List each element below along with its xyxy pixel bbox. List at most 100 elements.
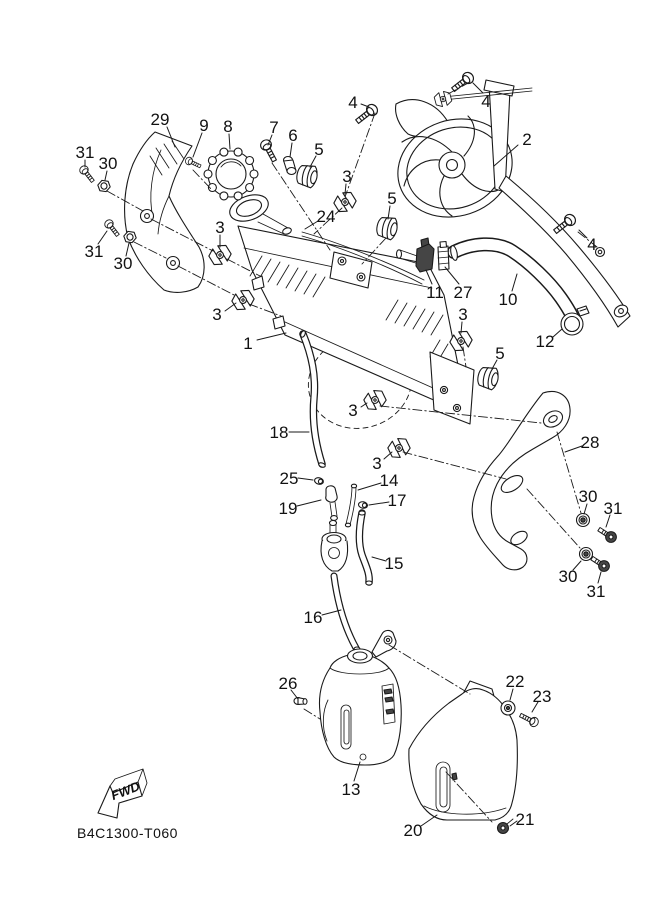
- reservoir-hose-drawing: [330, 572, 361, 652]
- part-callout-26: 26: [279, 674, 298, 693]
- part-callout-3: 3: [372, 454, 381, 473]
- part-callout-31: 31: [587, 582, 606, 601]
- callout-leader-4: [472, 82, 484, 94]
- joint-fitting-drawing: [415, 237, 450, 273]
- part-callout-30: 30: [114, 254, 133, 273]
- stay-bracket-drawing: [471, 391, 571, 571]
- callout-leader-31: [605, 514, 611, 528]
- callout-leader-26: [290, 689, 299, 700]
- part-callout-30: 30: [559, 567, 578, 586]
- callout-leader-3: [460, 321, 463, 334]
- part-callout-3: 3: [215, 218, 224, 237]
- part-callout-3: 3: [342, 167, 351, 186]
- part-callout-31: 31: [76, 143, 95, 162]
- part-callout-2: 2: [522, 130, 531, 149]
- part-callout-5: 5: [495, 344, 504, 363]
- radiator-cap-drawing: [203, 147, 259, 201]
- tank-cover-drawing: [408, 680, 518, 821]
- part-callout-5: 5: [314, 140, 323, 159]
- part-callout-25: 25: [280, 469, 299, 488]
- callout-leader-2: [493, 144, 519, 167]
- part-callout-4: 4: [481, 92, 490, 111]
- callout-leader-5: [309, 155, 317, 168]
- part-callout-31: 31: [85, 242, 104, 261]
- part-callout-4: 4: [587, 235, 596, 254]
- callout-leader-31: [97, 230, 108, 245]
- callout-leader-12: [552, 328, 563, 338]
- callout-leader-30: [572, 560, 582, 571]
- part-callout-11: 11: [426, 283, 444, 302]
- part-callout-14: 14: [380, 471, 399, 490]
- part-callout-10: 10: [499, 290, 518, 309]
- part-callout-9: 9: [199, 116, 208, 135]
- part-callout-22: 22: [506, 672, 525, 691]
- alignment-lines: [106, 81, 598, 823]
- tank-grommet-drawing: [293, 697, 308, 705]
- callout-leader-3: [360, 402, 368, 408]
- breather-hose-drawing: [299, 330, 326, 468]
- diagram-code: B4C1300-T060: [77, 825, 178, 841]
- callout-leader-8: [228, 133, 231, 150]
- callout-leader-30: [125, 242, 130, 257]
- callout-leader-29: [166, 126, 176, 148]
- part-callout-28: 28: [581, 433, 600, 452]
- side-cover-drawing: [124, 131, 205, 293]
- part-callout-3: 3: [458, 305, 467, 324]
- callout-leader-1: [256, 332, 287, 341]
- callout-leader-10: [511, 273, 518, 292]
- callout-leader-19: [296, 499, 322, 507]
- fasteners-drawing: [77, 69, 619, 835]
- valve-assembly-drawing: [313, 476, 373, 586]
- part-callout-3: 3: [212, 305, 221, 324]
- callout-leader-30: [104, 170, 108, 181]
- callout-leader-15: [371, 556, 387, 562]
- part-callout-24: 24: [317, 207, 336, 226]
- part-callout-17: 17: [388, 491, 407, 510]
- part-callout-19: 19: [279, 499, 298, 518]
- callout-leader-3: [224, 302, 237, 312]
- callout-leader-13: [353, 761, 361, 782]
- callout-leader-28: [564, 445, 583, 453]
- part-callout-27: 27: [454, 283, 473, 302]
- fwd-arrow: FWD: [97, 768, 148, 819]
- callout-leader-20: [420, 814, 438, 827]
- callout-leader-16: [321, 609, 342, 616]
- part-callout-3: 3: [348, 401, 357, 420]
- part-callout-23: 23: [533, 687, 552, 706]
- callout-leader-4: [360, 103, 370, 108]
- callout-leader-5: [387, 205, 391, 220]
- callout-leader-3: [344, 183, 347, 195]
- part-callout-6: 6: [288, 126, 297, 145]
- callout-leader-3: [383, 451, 393, 460]
- reservoir-tank-drawing: [318, 629, 402, 766]
- callout-leader-9: [192, 132, 203, 158]
- callout-leader-30: [583, 503, 588, 515]
- callout-leader-25: [297, 477, 314, 481]
- part-callout-5: 5: [387, 189, 396, 208]
- callout-leader-27: [444, 266, 460, 285]
- callout-leader-21: [509, 820, 518, 827]
- part-callout-4: 4: [348, 93, 357, 112]
- callout-leader-24: [304, 220, 319, 230]
- callout-leader-31: [597, 571, 602, 584]
- part-callout-31: 31: [604, 499, 623, 518]
- callout-leader-14: [357, 482, 382, 491]
- part-callout-7: 7: [269, 118, 278, 137]
- part-callout-18: 18: [270, 423, 289, 442]
- part-callout-29: 29: [151, 110, 170, 129]
- callout-leader-23: [531, 701, 539, 713]
- part-callout-8: 8: [223, 117, 232, 136]
- callout-leader-5: [491, 359, 498, 370]
- part-callout-1: 1: [243, 334, 252, 353]
- part-callout-30: 30: [99, 154, 118, 173]
- part-callout-16: 16: [304, 608, 323, 627]
- hose-clamp-drawing: [560, 305, 590, 336]
- callout-leader-17: [368, 501, 390, 506]
- callout-leader-7: [267, 134, 273, 146]
- part-callout-13: 13: [342, 780, 361, 799]
- callout-leader-11: [425, 269, 433, 285]
- part-callout-30: 30: [579, 487, 598, 506]
- part-callout-15: 15: [385, 554, 404, 573]
